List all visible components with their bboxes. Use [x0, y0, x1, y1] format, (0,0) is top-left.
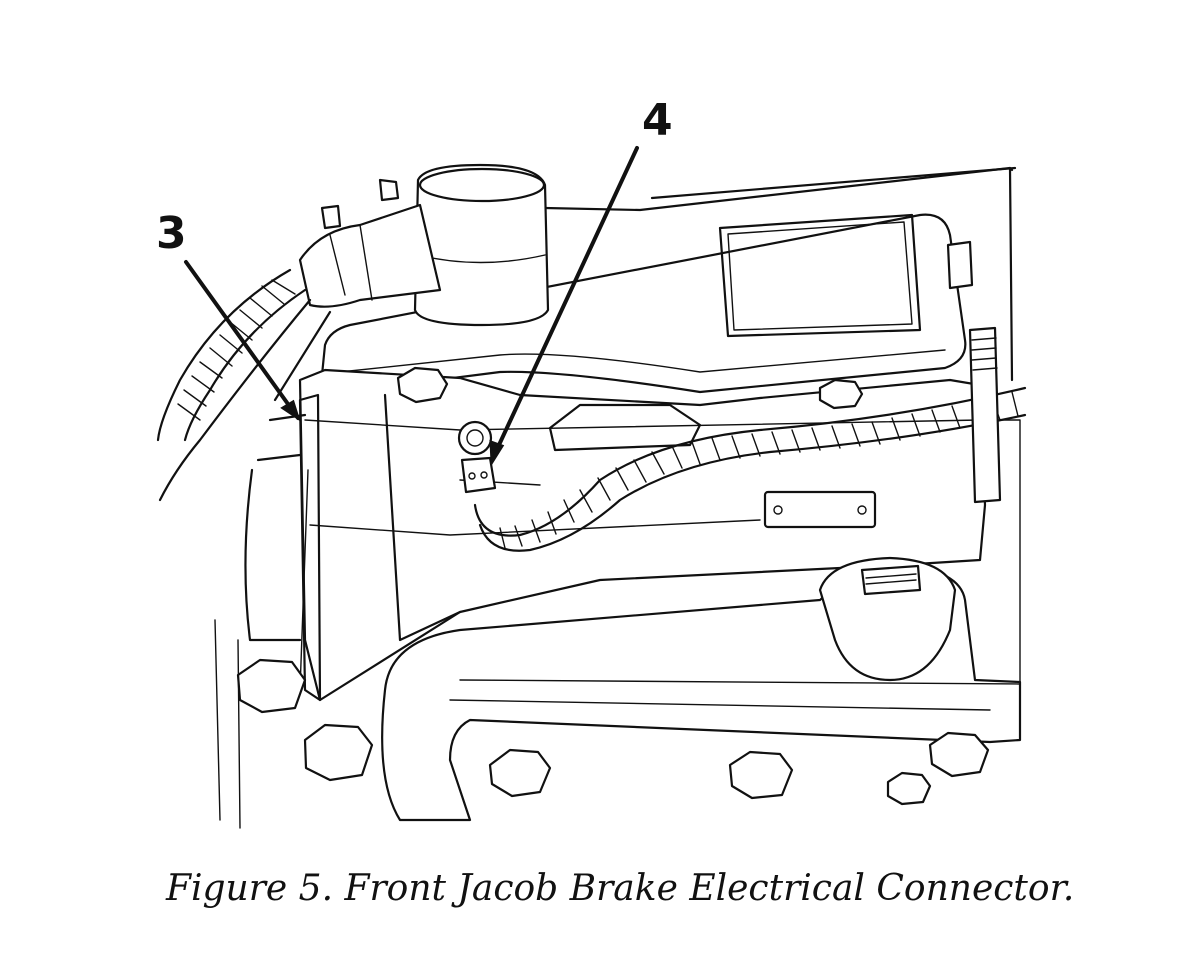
hose-assembly	[298, 163, 550, 327]
callout-3-label: 3	[156, 208, 187, 259]
studs	[946, 240, 1002, 504]
callout-4: 4	[489, 95, 673, 467]
callout-3-leader	[184, 260, 300, 420]
callout-4-leader	[490, 146, 639, 462]
callout-4-label: 4	[642, 95, 673, 146]
electrical-connector	[457, 420, 497, 494]
callout-3-arrowhead	[280, 399, 301, 422]
right-harness	[473, 386, 1027, 552]
callout-3: 3	[156, 208, 301, 422]
callout-4-arrowhead	[489, 439, 505, 467]
lower-manifold	[381, 556, 1022, 822]
figure-caption: Figure 5. Front Jacob Brake Electrical C…	[166, 868, 1075, 909]
brake-cover	[318, 213, 967, 397]
hex-bolts	[214, 366, 990, 829]
